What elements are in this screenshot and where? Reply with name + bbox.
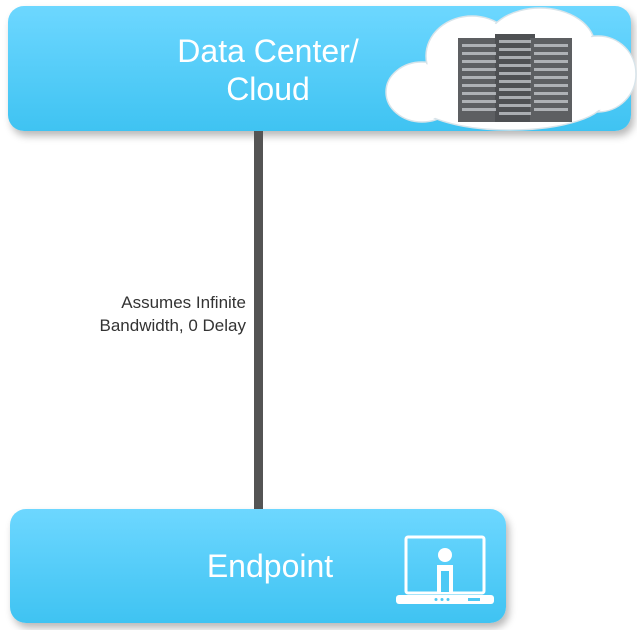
- endpoint-label: Endpoint: [206, 548, 334, 584]
- laptop-user-icon: [396, 535, 494, 604]
- link-caption: Assumes Infinite Bandwidth, 0 Delay: [99, 293, 246, 335]
- connection-link: [254, 131, 263, 509]
- cloud-servers-icon: [385, 7, 637, 131]
- data-center-cloud-label: Data Center/ Cloud: [177, 33, 359, 107]
- server-rack-icon: [458, 34, 572, 122]
- endpoint-node: Endpoint: [10, 509, 506, 623]
